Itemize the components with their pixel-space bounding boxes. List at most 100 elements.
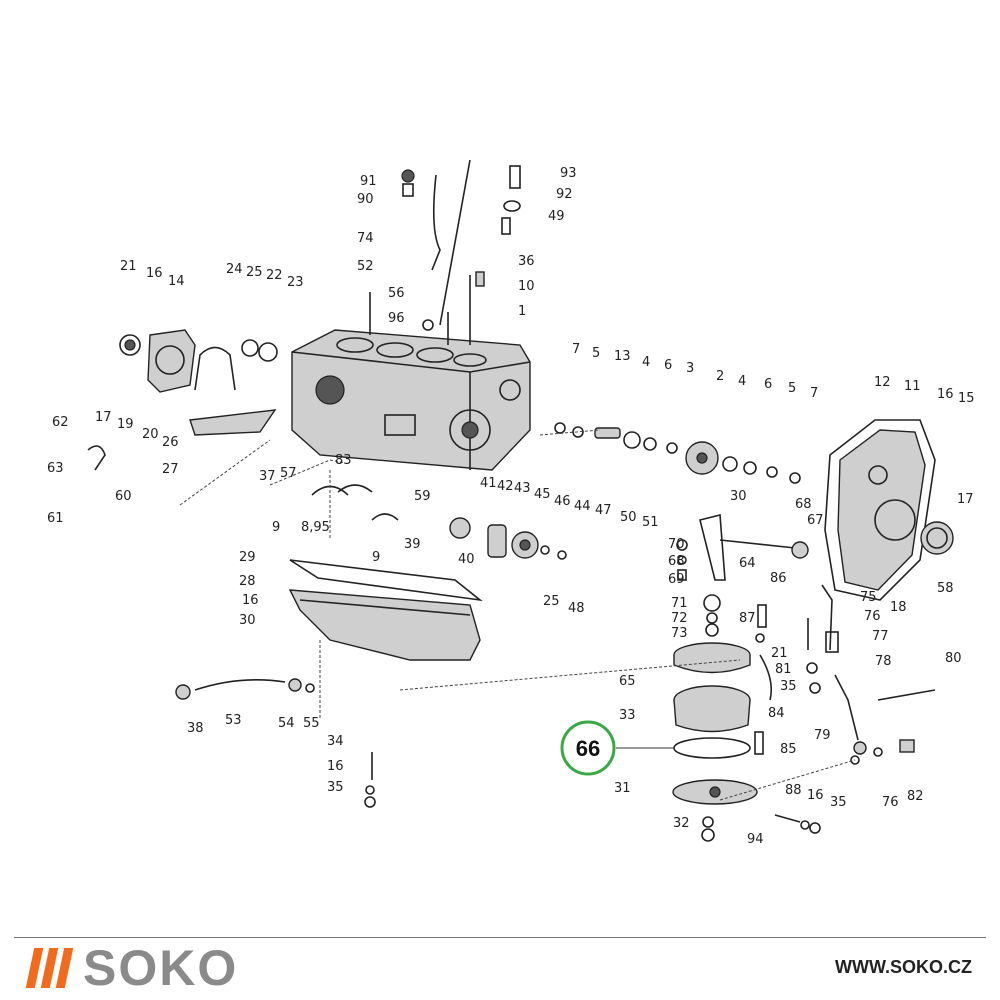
part-label: 7	[572, 342, 580, 357]
footer-divider	[14, 937, 986, 938]
part-label: 32	[673, 816, 690, 831]
part-label: 15	[958, 391, 975, 406]
part-label: 18	[890, 600, 907, 615]
part-label: 72	[671, 611, 688, 626]
part-label: 60	[115, 489, 132, 504]
part-label: 24	[226, 262, 243, 277]
part-label: 79	[814, 728, 831, 743]
part-label: 64	[739, 556, 756, 571]
part-label: 88	[785, 783, 802, 798]
part-label: 4	[738, 374, 746, 389]
part-label: 31	[614, 781, 631, 796]
part-label: 47	[595, 503, 612, 518]
part-label: 29	[239, 550, 256, 565]
rear-seal-group	[119, 329, 278, 436]
part-label: 9	[372, 550, 380, 565]
part-label: 7	[810, 386, 818, 401]
highlight-ring	[560, 720, 616, 776]
part-label: 56	[388, 286, 405, 301]
part-label: 83	[335, 453, 352, 468]
part-label: 3	[686, 361, 694, 376]
governor-linkage	[676, 513, 936, 765]
part-label: 85	[780, 742, 797, 757]
part-label: 2	[716, 369, 724, 384]
engine-block	[291, 275, 531, 471]
part-label: 48	[568, 601, 585, 616]
part-label: 12	[874, 375, 891, 390]
part-label: 87	[739, 611, 756, 626]
part-label: 70	[668, 537, 685, 552]
part-label: 39	[404, 537, 421, 552]
brand-stripes-icon	[25, 948, 74, 988]
part-label: 36	[518, 254, 535, 269]
part-label: 59	[414, 489, 431, 504]
part-label: 42	[497, 479, 514, 494]
part-label: 19	[117, 417, 134, 432]
timing-cover	[824, 419, 954, 601]
part-label: 33	[619, 708, 636, 723]
oil-pump-group	[449, 517, 567, 560]
part-label: 44	[574, 499, 591, 514]
part-label: 6	[664, 358, 672, 373]
part-label: 23	[287, 275, 304, 290]
oil-pan	[288, 559, 483, 661]
part-label: 63	[47, 461, 64, 476]
part-label: 17	[95, 410, 112, 425]
part-label: 16	[242, 593, 259, 608]
part-label: 84	[768, 706, 785, 721]
part-label: 14	[168, 274, 185, 289]
part-label: 13	[614, 349, 631, 364]
part-label: 25	[543, 594, 560, 609]
part-label: 76	[864, 609, 881, 624]
part-label: 93	[560, 166, 577, 181]
part-label: 1	[518, 304, 526, 319]
part-label: 75	[860, 590, 877, 605]
part-label: 22	[266, 268, 283, 283]
part-label: 21	[771, 646, 788, 661]
part-label: 27	[162, 462, 179, 477]
part-labels: 91 90 93 92 49 74 52 36 10 56 96 1 21 16…	[47, 166, 975, 847]
part-label: 10	[518, 279, 535, 294]
part-label: 55	[303, 716, 320, 731]
highlight-callout-66: 66	[560, 720, 674, 776]
part-label: 16	[937, 387, 954, 402]
part-label: 67	[807, 513, 824, 528]
part-label: 46	[554, 494, 571, 509]
part-label: 82	[907, 789, 924, 804]
part-label: 16	[807, 788, 824, 803]
part-label: 4	[642, 355, 650, 370]
part-label: 91	[360, 174, 377, 189]
part-label: 30	[239, 613, 256, 628]
part-label: 69	[668, 572, 685, 587]
part-label: 25	[246, 265, 263, 280]
part-label: 16	[146, 266, 163, 281]
part-label: 26	[162, 435, 179, 450]
part-label: 96	[388, 311, 405, 326]
part-label: 62	[52, 415, 69, 430]
part-label: 58	[937, 581, 954, 596]
part-label: 45	[534, 487, 551, 502]
part-label: 5	[788, 381, 796, 396]
part-label: 40	[458, 552, 475, 567]
part-label: 43	[514, 481, 531, 496]
part-label: 53	[225, 713, 242, 728]
part-label: 5	[592, 346, 600, 361]
part-label: 30	[730, 489, 747, 504]
dipstick-parts	[401, 159, 521, 331]
part-label: 81	[775, 662, 792, 677]
part-label: 50	[620, 510, 637, 525]
part-label: 71	[671, 596, 688, 611]
part-label: 92	[556, 187, 573, 202]
part-label: 52	[357, 259, 374, 274]
oil-filter-assembly	[672, 642, 821, 842]
part-label: 49	[548, 209, 565, 224]
site-url[interactable]: WWW.SOKO.CZ	[835, 957, 972, 977]
part-label: 17	[957, 492, 974, 507]
part-label: 6	[764, 377, 772, 392]
part-label: 35	[830, 795, 847, 810]
part-label: 86	[770, 571, 787, 586]
part-label: 28	[239, 574, 256, 589]
part-label: 74	[357, 231, 374, 246]
part-label: 11	[904, 379, 921, 394]
gear-row	[554, 422, 801, 484]
